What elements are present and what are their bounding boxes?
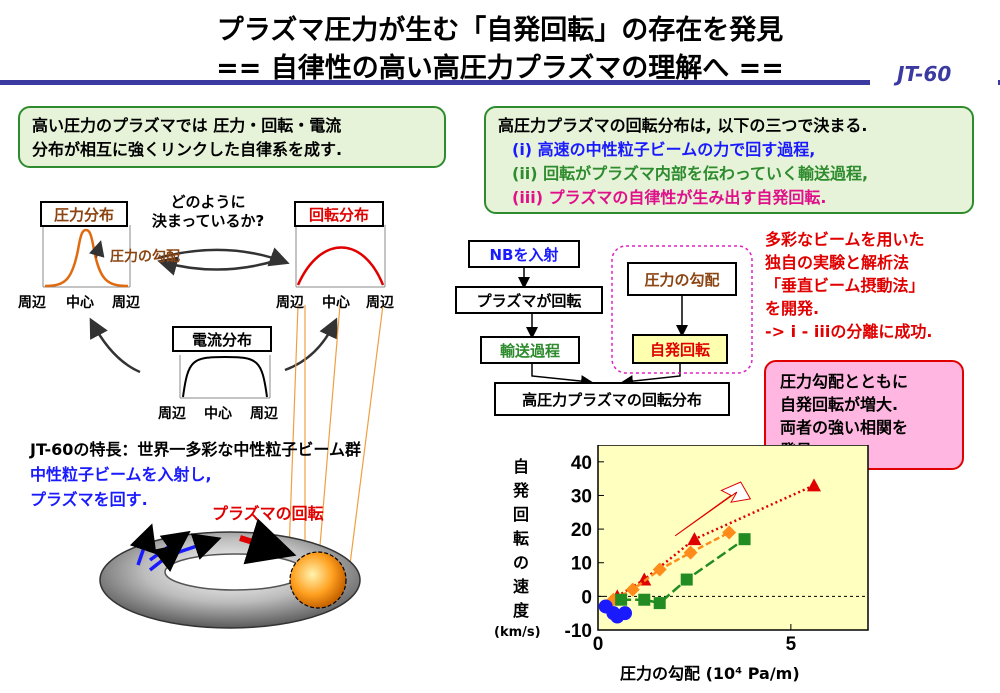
intro-line1: 高い圧力のプラズマでは 圧力・回転・電流 [32, 116, 342, 135]
ylabel-char: 度 [512, 601, 529, 620]
data-point-square [680, 573, 693, 586]
beam-arrows [129, 523, 222, 572]
y-tick-label: 30 [571, 486, 592, 507]
y-tick-label: 10 [571, 554, 592, 575]
pressure-profile-plot [42, 225, 131, 288]
flow-spontaneous: 自発回転 [632, 334, 728, 364]
summary-line0: 高圧力プラズマの回転分布は, 以下の三つで決まる. [498, 116, 868, 135]
method-line3: 「垂直ビーム摂動法」 [765, 276, 925, 295]
current-profile-plot [179, 355, 271, 399]
data-point-diamond [683, 545, 698, 560]
rotation-arrow [239, 518, 297, 565]
series-line [621, 538, 746, 605]
y-tick-label: 0 [581, 587, 592, 608]
jt60-feature: JT-60の特長：世界一多彩な中性粒子ビーム群 [30, 440, 361, 459]
summary-item3: (iii) プラズマの自律性が生み出す自発回転. [512, 188, 827, 207]
method-line4: を開発. [765, 299, 820, 318]
arrow-transport-result [531, 364, 593, 388]
x-tick-label: 5 [786, 634, 797, 655]
summary-item2: (ii) 回転がプラズマ内部を伝わっていく輸送過程, [512, 164, 869, 183]
torus [99, 531, 361, 629]
ylabel-char: 転 [512, 529, 529, 548]
data-point-circle [610, 609, 625, 624]
jt60-tag: JT-60 [897, 62, 952, 86]
summary-box: 高圧力プラズマの回転分布は, 以下の三つで決まる. (i) 高速の中性粒子ビーム… [484, 106, 974, 214]
y-tick-label: 40 [571, 453, 592, 474]
data-point-diamond [625, 582, 640, 597]
y-tick-label: 20 [571, 520, 592, 541]
axis-edge-left-2: 周辺 [276, 295, 304, 311]
trend-arrow [674, 481, 752, 537]
data-point-triangle [687, 532, 702, 546]
arrow-rotation-pressure [157, 256, 279, 276]
pressure-profile-label: 圧力分布 [40, 201, 128, 227]
intro-line2: 分布が相互に強くリンクした自律系を成す. [32, 140, 343, 159]
flow-nb: NBを入射 [468, 240, 580, 268]
data-point-square [615, 593, 628, 606]
data-point-square [638, 593, 651, 606]
title-line2: == 自律性の高い高圧力プラズマの理解へ == [216, 53, 784, 84]
plasma-cross-section [289, 551, 347, 609]
arrow-pressure-rotation [157, 247, 290, 267]
title-line1: プラズマ圧力が生む「自発回転」の存在を発見 [216, 15, 784, 46]
jt60-inject-line2: プラズマを回す. [30, 490, 148, 509]
plasma-rotation-label: プラズマの回転 [212, 504, 324, 523]
flow-gradient: 圧力の勾配 [627, 262, 737, 296]
axis-edge-right-3: 周辺 [250, 406, 278, 422]
method-line2: 独自の実験と解析法 [765, 253, 910, 272]
axis-edge-right-1: 周辺 [112, 295, 140, 311]
chart-ylabel-unit: (km/s) [494, 625, 541, 640]
data-point-triangle [807, 478, 821, 492]
spontaneous-group-outline [611, 245, 753, 374]
flow-rotate: プラズマが回転 [455, 286, 603, 314]
axis-center-1: 中心 [66, 295, 94, 311]
chart-xlabel: 圧力の勾配 (10⁴ Pa/m) [620, 664, 800, 683]
method-note: 多彩なビームを用いた 独自の実験と解析法 「垂直ビーム摂動法」 を開発. -> … [765, 228, 932, 343]
data-point-square [653, 597, 666, 610]
arrow-current-rotation [284, 317, 338, 372]
ylabel-char: 速 [512, 577, 529, 596]
arrow-current-pressure [89, 317, 141, 374]
chart-ylabel: 自発回転の速度 [500, 455, 540, 645]
arrow-spontaneous-result [621, 364, 681, 388]
ylabel-char: 発 [512, 481, 529, 500]
flow-result: 高圧力プラズマの回転分布 [494, 382, 730, 416]
flow-transport: 輸送過程 [480, 336, 580, 364]
question-line2: 決まっているか? [151, 212, 265, 230]
pink-line1: 圧力勾配とともに [780, 372, 909, 391]
tag-bg [870, 66, 998, 86]
gradient-label: 圧力の勾配 [110, 249, 180, 265]
question-line1: どのように [170, 193, 246, 211]
axis-edge-left-3: 周辺 [158, 406, 186, 422]
summary-item1: (i) 高速の中性粒子ビームの力で回す過程, [512, 140, 816, 159]
ylabel-char: 自 [512, 457, 529, 476]
method-line5: -> i - iiiの分離に成功. [765, 322, 933, 341]
pink-line3: 両者の強い相関を [780, 418, 909, 437]
data-point-square [738, 533, 751, 546]
rotation-profile-plot [295, 225, 386, 288]
axis-edge-left-1: 周辺 [18, 295, 46, 311]
x-tick-label: 0 [593, 634, 604, 655]
jt60-inject-line1: 中性粒子ビームを入射し, [30, 465, 212, 484]
current-profile-label: 電流分布 [172, 326, 272, 352]
y-tick-label: -10 [565, 621, 592, 642]
axis-center-3: 中心 [204, 406, 232, 422]
axis-edge-right-2: 周辺 [366, 295, 394, 311]
rotation-profile-label: 回転分布 [294, 201, 384, 227]
ylabel-char: の [512, 553, 529, 572]
method-line1: 多彩なビームを用いた [765, 230, 925, 249]
intro-box: 高い圧力のプラズマでは 圧力・回転・電流 分布が相互に強くリンクした自律系を成す… [18, 106, 446, 168]
data-point-diamond [652, 562, 667, 577]
pink-line2: 自発回転が増大. [780, 395, 899, 414]
title-rule [0, 80, 1000, 85]
axis-center-2: 中心 [322, 295, 350, 311]
data-point-diamond [722, 525, 737, 540]
ylabel-char: 回 [512, 505, 529, 524]
